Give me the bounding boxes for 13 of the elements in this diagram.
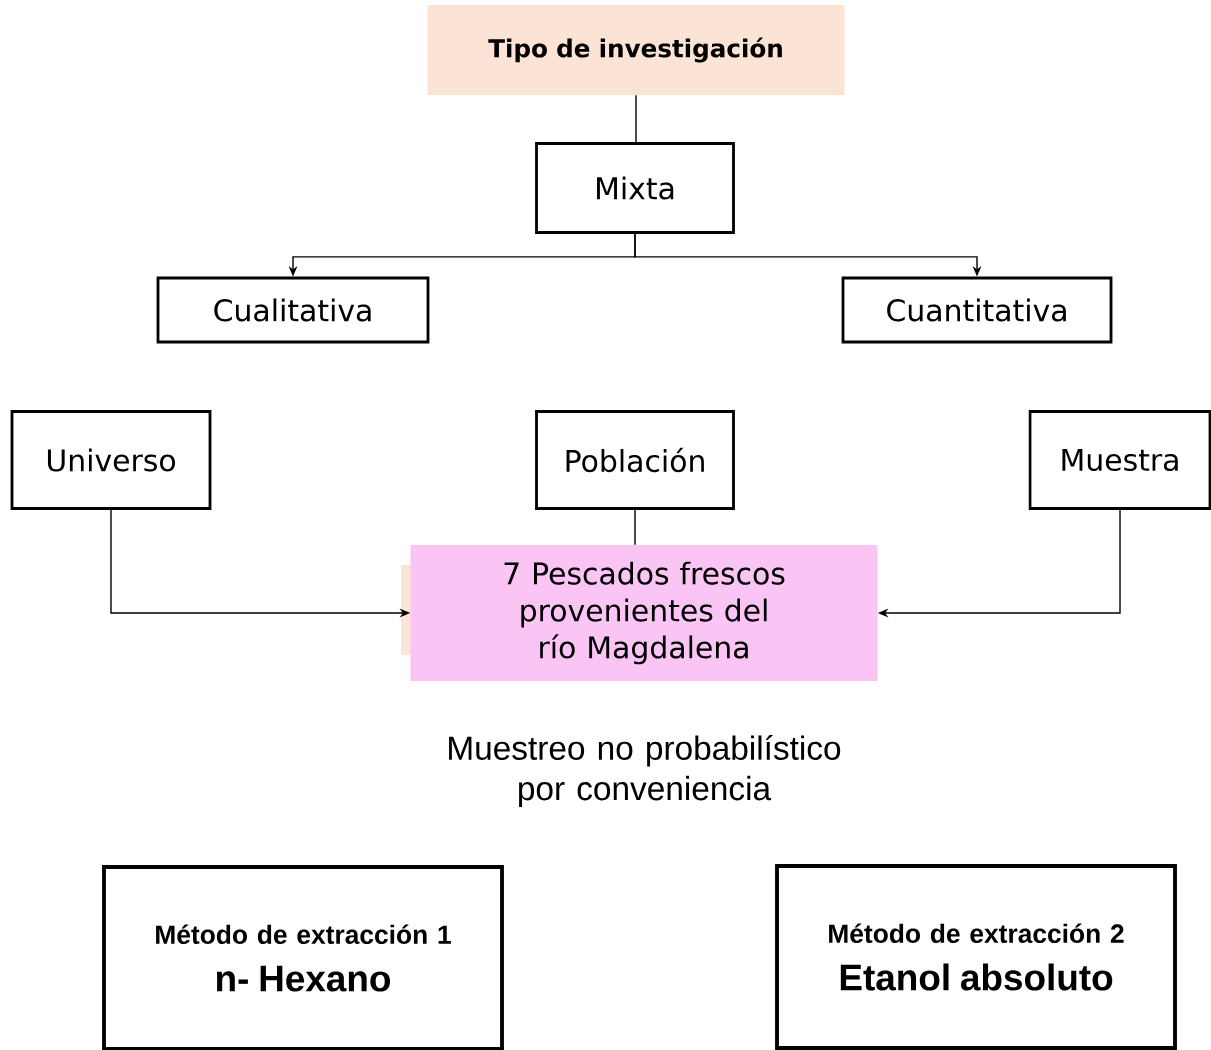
connector	[635, 94, 637, 143]
sample-box: 7 Pescados frescos provenientes del río Magdalena	[410, 545, 878, 681]
connector	[634, 509, 636, 546]
method-box: Método de extracción 1 n- Hexano	[102, 865, 504, 1050]
process-box: Universo	[10, 410, 212, 510]
process-box: Población	[535, 410, 735, 510]
process-box: Muestra	[1028, 410, 1211, 510]
process-box: Cuantitativa	[841, 276, 1113, 344]
process-box: Mixta	[535, 142, 735, 234]
heading-box: Tipo de investigación	[427, 5, 845, 95]
note-text: Muestreo no probabilístico por conveniencia	[449, 735, 841, 807]
process-box: Cualitativa	[156, 276, 430, 344]
method-box: Método de extracción 2 Etanol absoluto	[775, 864, 1177, 1050]
